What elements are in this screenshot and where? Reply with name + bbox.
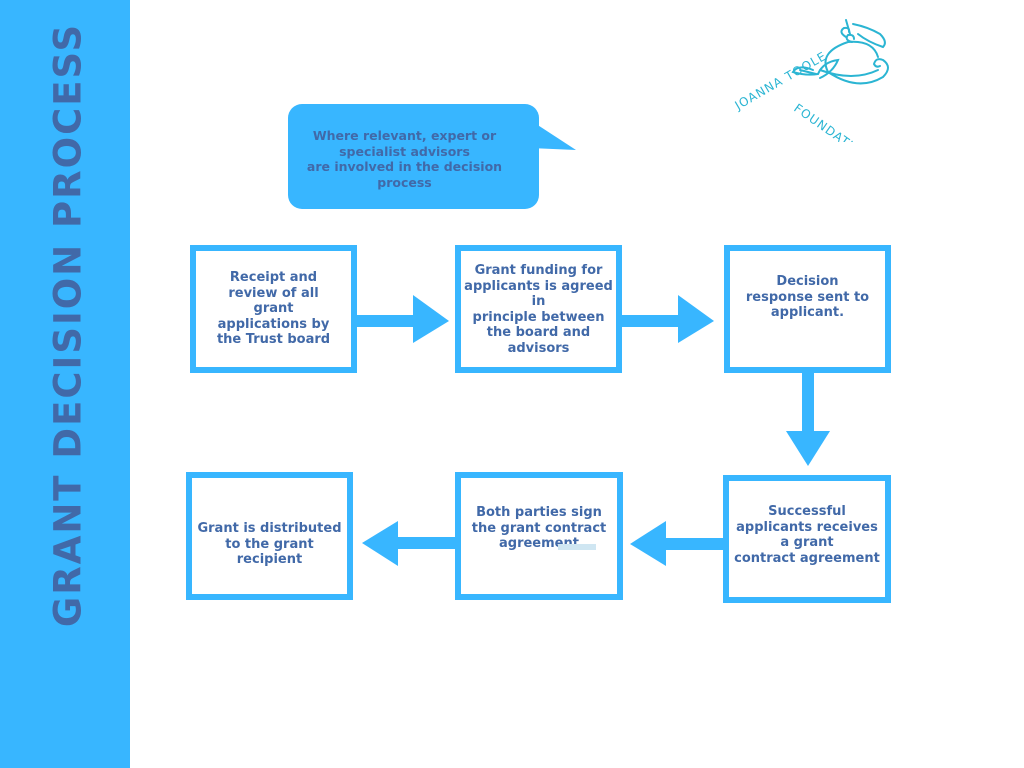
mermaid-icon xyxy=(791,19,889,85)
arrow-left-5-to-6 xyxy=(362,521,457,566)
callout-line: Where relevant, expert or xyxy=(312,128,497,143)
arrow-down-3-to-4 xyxy=(786,373,830,466)
foundation-logo: JOANNA TOOLE FOUNDATION xyxy=(732,19,889,142)
callout-text: Where relevant, expert or specialist adv… xyxy=(296,128,513,190)
page-title: GRANT DECISION PROCESS xyxy=(46,22,90,628)
callout-line: process xyxy=(377,174,432,190)
sidebar-banner: GRANT DECISION PROCESS xyxy=(0,0,130,768)
logo-text-name: JOANNA TOOLE xyxy=(732,49,829,113)
callout-line: are involved in the decision xyxy=(306,159,503,174)
arrow-right-2-to-3 xyxy=(622,295,714,343)
highlight-mark xyxy=(558,544,596,550)
callout-tail xyxy=(530,120,576,150)
arrow-left-4-to-5 xyxy=(630,521,725,566)
arrow-right-1-to-2 xyxy=(357,295,449,343)
callout-line: specialist advisors xyxy=(339,143,470,159)
logo-text-foundation: FOUNDATION xyxy=(791,101,873,142)
advisors-callout xyxy=(288,104,539,209)
